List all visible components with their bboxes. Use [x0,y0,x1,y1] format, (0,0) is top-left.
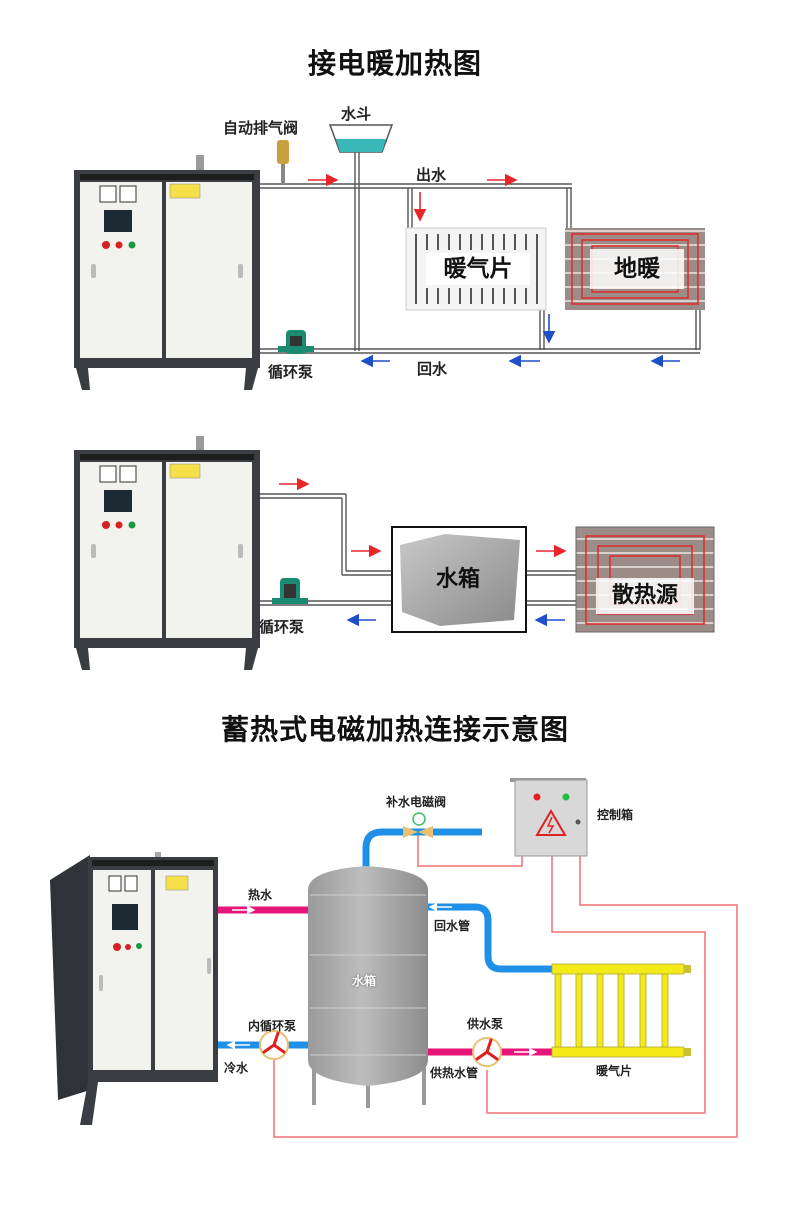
water-funnel [328,124,394,153]
label-inner-circulation-pump: 内循环泵 [248,1019,297,1033]
auto-air-valve [277,140,289,184]
electric-boiler-3 [50,852,218,1125]
label-radiator-3: 暖气片 [596,1064,633,1078]
circulation-pump-2 [272,578,308,604]
radiator-diagram [551,963,691,1058]
label-return-water: 回水 [417,360,448,378]
label-circulation-pump-2: 循环泵 [259,618,305,636]
label-supply-pump: 供水泵 [467,1017,504,1031]
label-makeup-valve: 补水电磁阀 [386,795,447,809]
label-hot-water: 热水 [248,888,273,902]
label-water-tank-2: 水箱 [435,567,480,592]
label-auto-air-valve: 自动排气阀 [223,119,299,137]
makeup-water-solenoid-valve [403,812,433,838]
label-floor-heating: 地暖 [590,249,684,289]
circulation-pump-1 [278,330,314,354]
control-wires [273,830,738,1138]
section3-title: 蓄热式电磁加热连接示意图 [220,713,569,746]
electric-boiler-1 [74,155,260,390]
label-outlet-water: 出水 [416,166,447,184]
pipes-section2 [260,493,576,606]
label-circulation-pump-1: 循环泵 [268,363,314,381]
label-return-pipe: 回水管 [434,919,471,933]
water-tank-box [391,526,527,633]
control-box [510,778,588,857]
label-radiator-1: 暖气片 [426,253,530,285]
label-storage-tank: 水箱 [352,974,377,988]
storage-water-tank [308,866,428,1108]
flow-arrows-section2 [279,477,567,627]
supply-water-pump [472,1037,502,1067]
electric-boiler-2 [74,436,260,670]
pipes-section1 [260,150,701,354]
flow-arrows-section1 [308,173,680,368]
label-heat-source: 散热源 [596,578,694,614]
label-control-box: 控制箱 [597,808,634,822]
label-water-funnel: 水斗 [341,105,372,123]
section1-title: 接电暖加热图 [307,47,482,80]
label-supply-hot-water-pipe: 供热水管 [430,1066,479,1080]
label-cold-water: 冷水 [224,1061,249,1075]
pipes-section3 [218,828,552,1057]
inner-circulation-pump [259,1030,289,1060]
